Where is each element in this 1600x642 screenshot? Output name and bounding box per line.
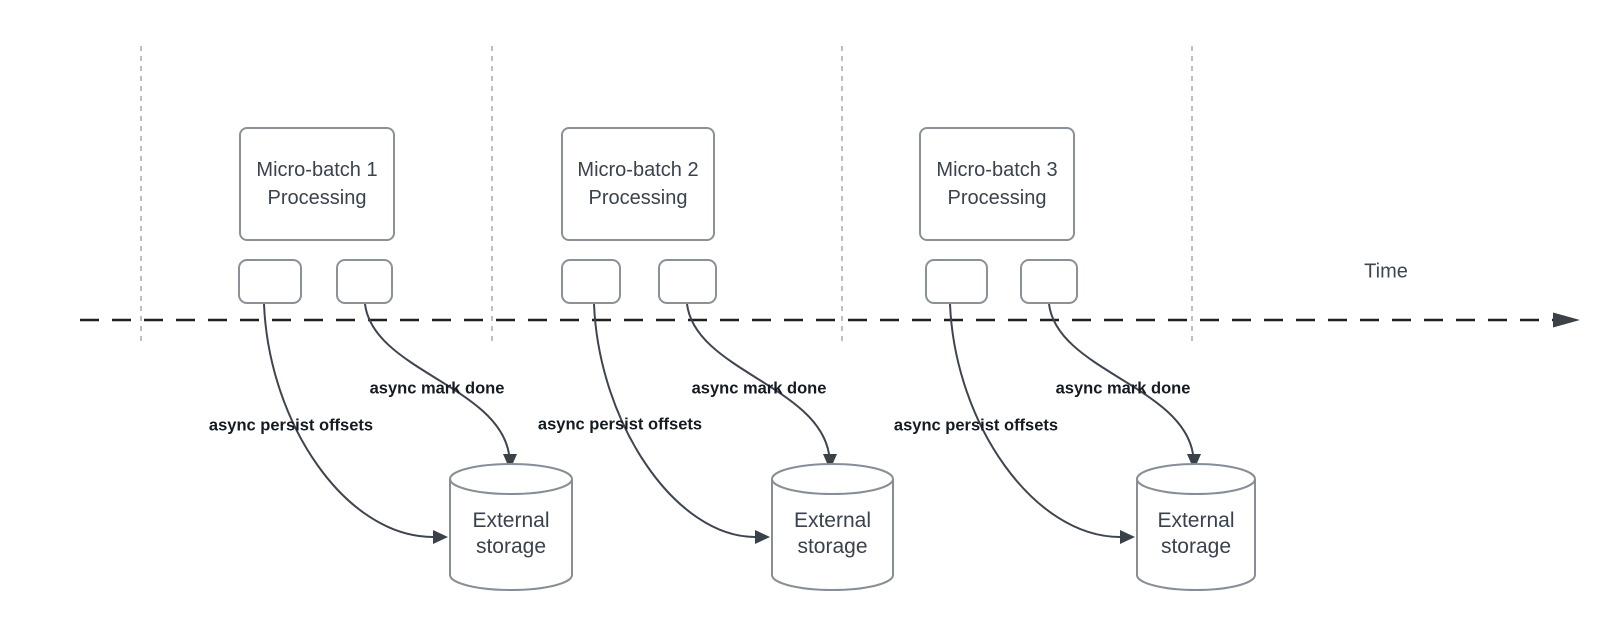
mark-done-arrow	[1048, 303, 1194, 455]
time-axis-arrowhead-icon	[1553, 312, 1580, 328]
external-storage-cylinder	[1136, 463, 1256, 591]
persist-offsets-arrow	[949, 303, 1121, 538]
storage-label-line1: External	[472, 509, 550, 532]
mark-done-label: async mark done	[369, 379, 505, 398]
mark-done-arrowhead-icon	[823, 454, 837, 470]
persist-offsets-label: async persist offsets	[893, 416, 1059, 435]
mark-done-arrow	[686, 303, 830, 455]
persist-offsets-arrowhead-icon	[755, 530, 770, 544]
storage-label-line2: storage	[1160, 535, 1232, 558]
external-storage-label: External storage	[450, 508, 572, 560]
batch-title-line1: Micro-batch 2	[577, 159, 699, 181]
persist-offsets-arrowhead-icon	[1120, 530, 1135, 544]
batch-title-line1: Micro-batch 3	[936, 159, 1058, 181]
persist-offsets-task-box	[238, 259, 302, 304]
micro-batch-1-processing-box: Micro-batch 1 Processing	[239, 127, 395, 241]
micro-batch-2-processing-box: Micro-batch 2 Processing	[561, 127, 715, 241]
micro-batch-3-processing-box: Micro-batch 3 Processing	[919, 127, 1075, 241]
mark-done-arrowhead-icon	[1187, 454, 1201, 470]
storage-label-line1: External	[793, 509, 872, 532]
persist-offsets-label: async persist offsets	[537, 415, 703, 434]
storage-label-line1: External	[1157, 509, 1235, 532]
mark-done-task-box	[1020, 259, 1078, 304]
persist-offsets-arrow	[593, 303, 756, 538]
mark-done-label: async mark done	[691, 379, 827, 398]
persist-offsets-arrow	[263, 303, 434, 538]
external-storage-label: External storage	[1137, 508, 1255, 560]
storage-label-line2: storage	[797, 535, 868, 558]
persist-offsets-task-box	[561, 259, 621, 304]
storage-label-line2: storage	[475, 535, 547, 558]
mark-done-label: async mark done	[1055, 379, 1191, 398]
external-storage-cylinder	[771, 463, 894, 591]
mark-done-task-box	[658, 259, 717, 304]
persist-offsets-task-box	[925, 259, 988, 304]
mark-done-arrow	[364, 303, 510, 455]
external-storage-cylinder	[449, 463, 573, 591]
batch-title-line1: Micro-batch 1	[256, 159, 378, 181]
batch-title-line2: Processing	[588, 187, 688, 209]
mark-done-arrowhead-icon	[503, 454, 517, 470]
persist-offsets-label: async persist offsets	[208, 416, 374, 435]
time-axis-label: Time	[1364, 260, 1408, 283]
mark-done-task-box	[336, 259, 393, 304]
batch-title-line2: Processing	[947, 187, 1047, 209]
persist-offsets-arrowhead-icon	[433, 530, 448, 544]
batch-title-line2: Processing	[267, 187, 367, 209]
external-storage-label: External storage	[772, 508, 893, 560]
